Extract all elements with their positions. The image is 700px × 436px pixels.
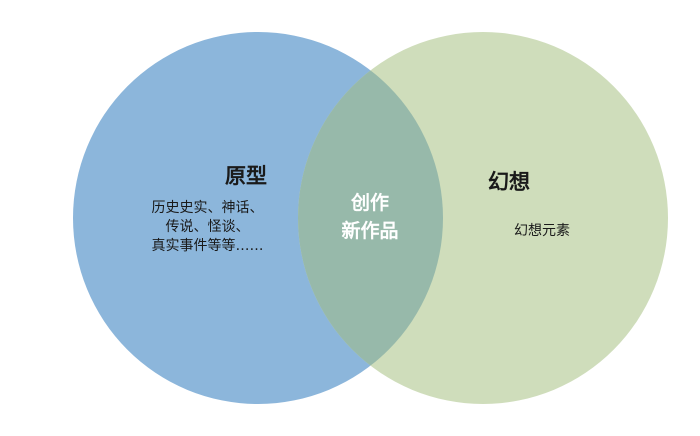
overlap-label-line: 新作品 <box>341 220 399 242</box>
left-description: 历史史实、神话、 传说、怪谈、 真实事件等等…… <box>120 199 295 256</box>
left-description-line: 真实事件等等…… <box>151 238 264 254</box>
right-title: 幻想 <box>488 170 530 194</box>
left-title: 原型 <box>225 164 267 188</box>
overlap-label-line: 创作 <box>350 192 389 214</box>
overlap-label: 创作 新作品 <box>320 189 420 245</box>
overlap-region <box>298 32 443 404</box>
left-description-line: 历史史实、神话、 <box>151 200 264 216</box>
left-description-line: 传说、怪谈、 <box>165 219 250 235</box>
right-description: 幻想元素 <box>514 223 570 239</box>
